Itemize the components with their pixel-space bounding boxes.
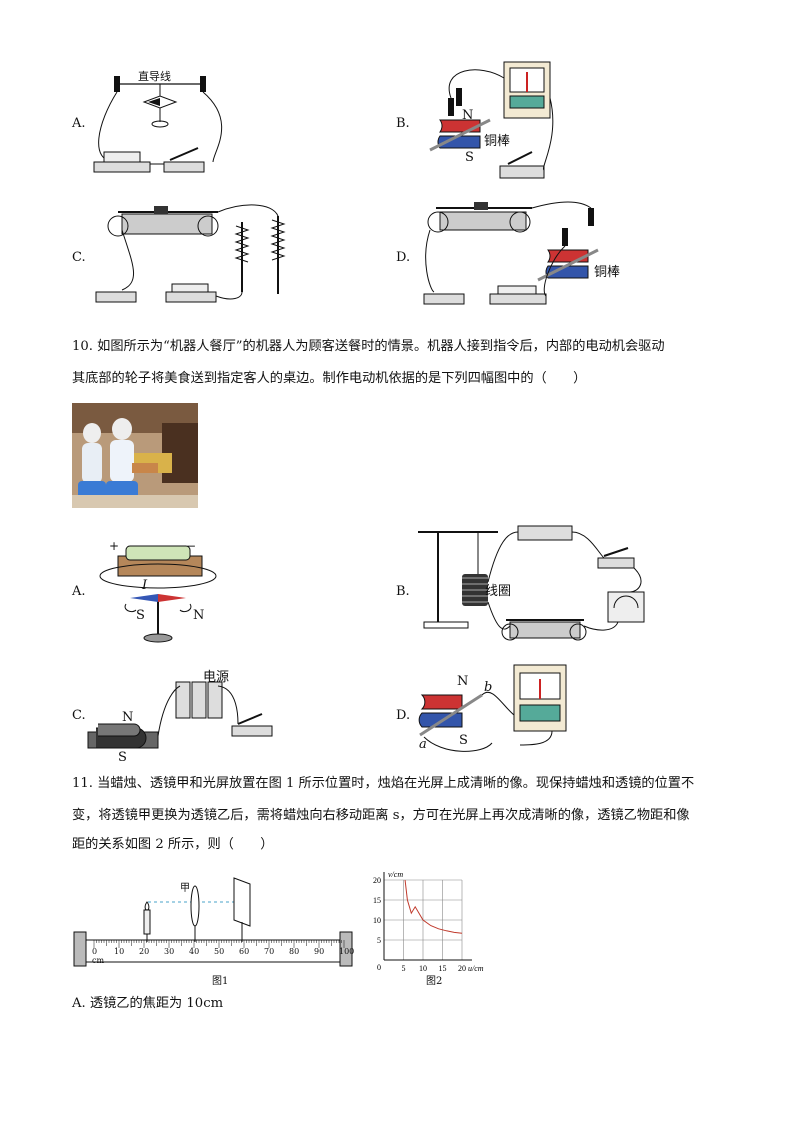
q10-d-s-pole: S: [459, 733, 468, 748]
q10-a-plus: +: [109, 539, 120, 553]
ruler-tick-label: 30: [164, 947, 175, 956]
y-tick-label: 10: [373, 916, 381, 925]
x-tick-label: 5: [402, 964, 406, 973]
ruler-tick-label: 100: [339, 947, 355, 956]
ruler-tick-label: 90: [314, 947, 325, 956]
q10-option-d-diagram: [418, 664, 567, 752]
q10-line-1: 10. 如图所示为“机器人餐厅”的机器人为顾客送餐时的情景。机器人接到指令后，内…: [72, 339, 665, 354]
x-axis-label: u/cm: [468, 964, 484, 973]
option-c-letter: C.: [72, 250, 86, 265]
x-tick-label: 15: [439, 964, 447, 973]
y-axis-label: v/cm: [388, 870, 403, 879]
q10-c-power-label: 电源: [203, 670, 230, 685]
ruler-tick-label: 0 cm: [92, 947, 105, 965]
q9-option-b-diagram: [429, 61, 554, 179]
series-line: [404, 879, 463, 934]
ruler-tick-label: 10: [114, 947, 125, 956]
q10-c-n-pole: N: [122, 710, 134, 725]
q10-d-n-pole: N: [457, 674, 469, 689]
lens-jia-label: 甲: [180, 883, 190, 894]
ruler-tick-label: 40: [189, 947, 200, 956]
q10-option-c-diagram: [87, 681, 273, 749]
straight-wire-label: 直导线: [138, 70, 171, 83]
robot-restaurant-photo: [72, 403, 198, 508]
q10-a-current: I: [142, 578, 148, 593]
ruler-tick-label: 80: [289, 947, 300, 956]
q10-option-a-diagram: [99, 545, 217, 643]
option-a-letter: A.: [72, 116, 86, 131]
q10-option-b-diagram: [418, 525, 645, 641]
q11-line-3: 距的关系如图 2 所示，则（ ）: [72, 837, 274, 852]
q10-a-minus: −: [186, 539, 197, 553]
ruler-tick-label: 70: [264, 947, 275, 956]
q11-line-2: 变，将透镜甲更换为透镜乙后，需将蜡烛向右移动距离 s，方可在光屏上再次成清晰的像…: [72, 808, 690, 823]
x-tick-label: 10: [419, 964, 427, 973]
ruler-tick-label: 20: [139, 947, 150, 956]
q10-c-s-pole: S: [118, 750, 127, 765]
option-b-s-pole: S: [465, 150, 474, 165]
ruler-tick-label: 50: [214, 947, 225, 956]
y-tick-label: 20: [373, 876, 381, 885]
option-d-letter: D.: [396, 250, 411, 265]
q10-option-a-letter: A.: [72, 584, 86, 599]
option-b-letter: B.: [396, 116, 410, 131]
q9-option-d-diagram: [423, 201, 599, 305]
q10-d-b-label: b: [484, 680, 493, 695]
q10-option-b-letter: B.: [396, 584, 410, 599]
figure-2-caption: 图2: [426, 976, 443, 987]
option-b-n-pole: N: [462, 108, 474, 123]
q11-option-a: A. 透镜乙的焦距为 10cm: [72, 996, 224, 1011]
q10-option-c-letter: C.: [72, 708, 86, 723]
q10-d-a-label: a: [419, 737, 427, 752]
option-d-copper-rod-label: 铜棒: [594, 265, 621, 280]
q11-line-1: 11. 当蜡烛、透镜甲和光屏放置在图 1 所示位置时，烛焰在光屏上成清晰的像。现…: [72, 776, 695, 791]
x-tick-label: 20: [458, 964, 466, 973]
q9-option-c-diagram: [95, 204, 286, 303]
candle: [143, 909, 151, 935]
q10-line-2: 其底部的轮子将美食送到指定客人的桌边。制作电动机依据的是下列四幅图中的（ ）: [72, 371, 587, 386]
y-tick-label: 15: [373, 896, 381, 905]
ruler-tick-label: 60: [239, 947, 250, 956]
q10-b-coil-label: 线圈: [485, 584, 512, 599]
figure-1-caption: 图1: [212, 976, 229, 987]
optical-bench-figure: [73, 877, 353, 967]
origin-label: 0: [377, 963, 381, 972]
q10-a-s-pole: S: [136, 608, 145, 623]
lens-jia: [190, 885, 200, 927]
q10-a-n-pole: N: [193, 608, 205, 623]
q9-option-a-diagram: [93, 76, 223, 173]
option-b-copper-rod-label: 铜棒: [484, 134, 511, 149]
y-tick-label: 5: [377, 936, 381, 945]
u-v-chart: 5 10 15 20 5 10 15 20 0 v/cm u/cm: [373, 870, 484, 973]
q10-option-d-letter: D.: [396, 708, 411, 723]
screen: [233, 877, 251, 927]
